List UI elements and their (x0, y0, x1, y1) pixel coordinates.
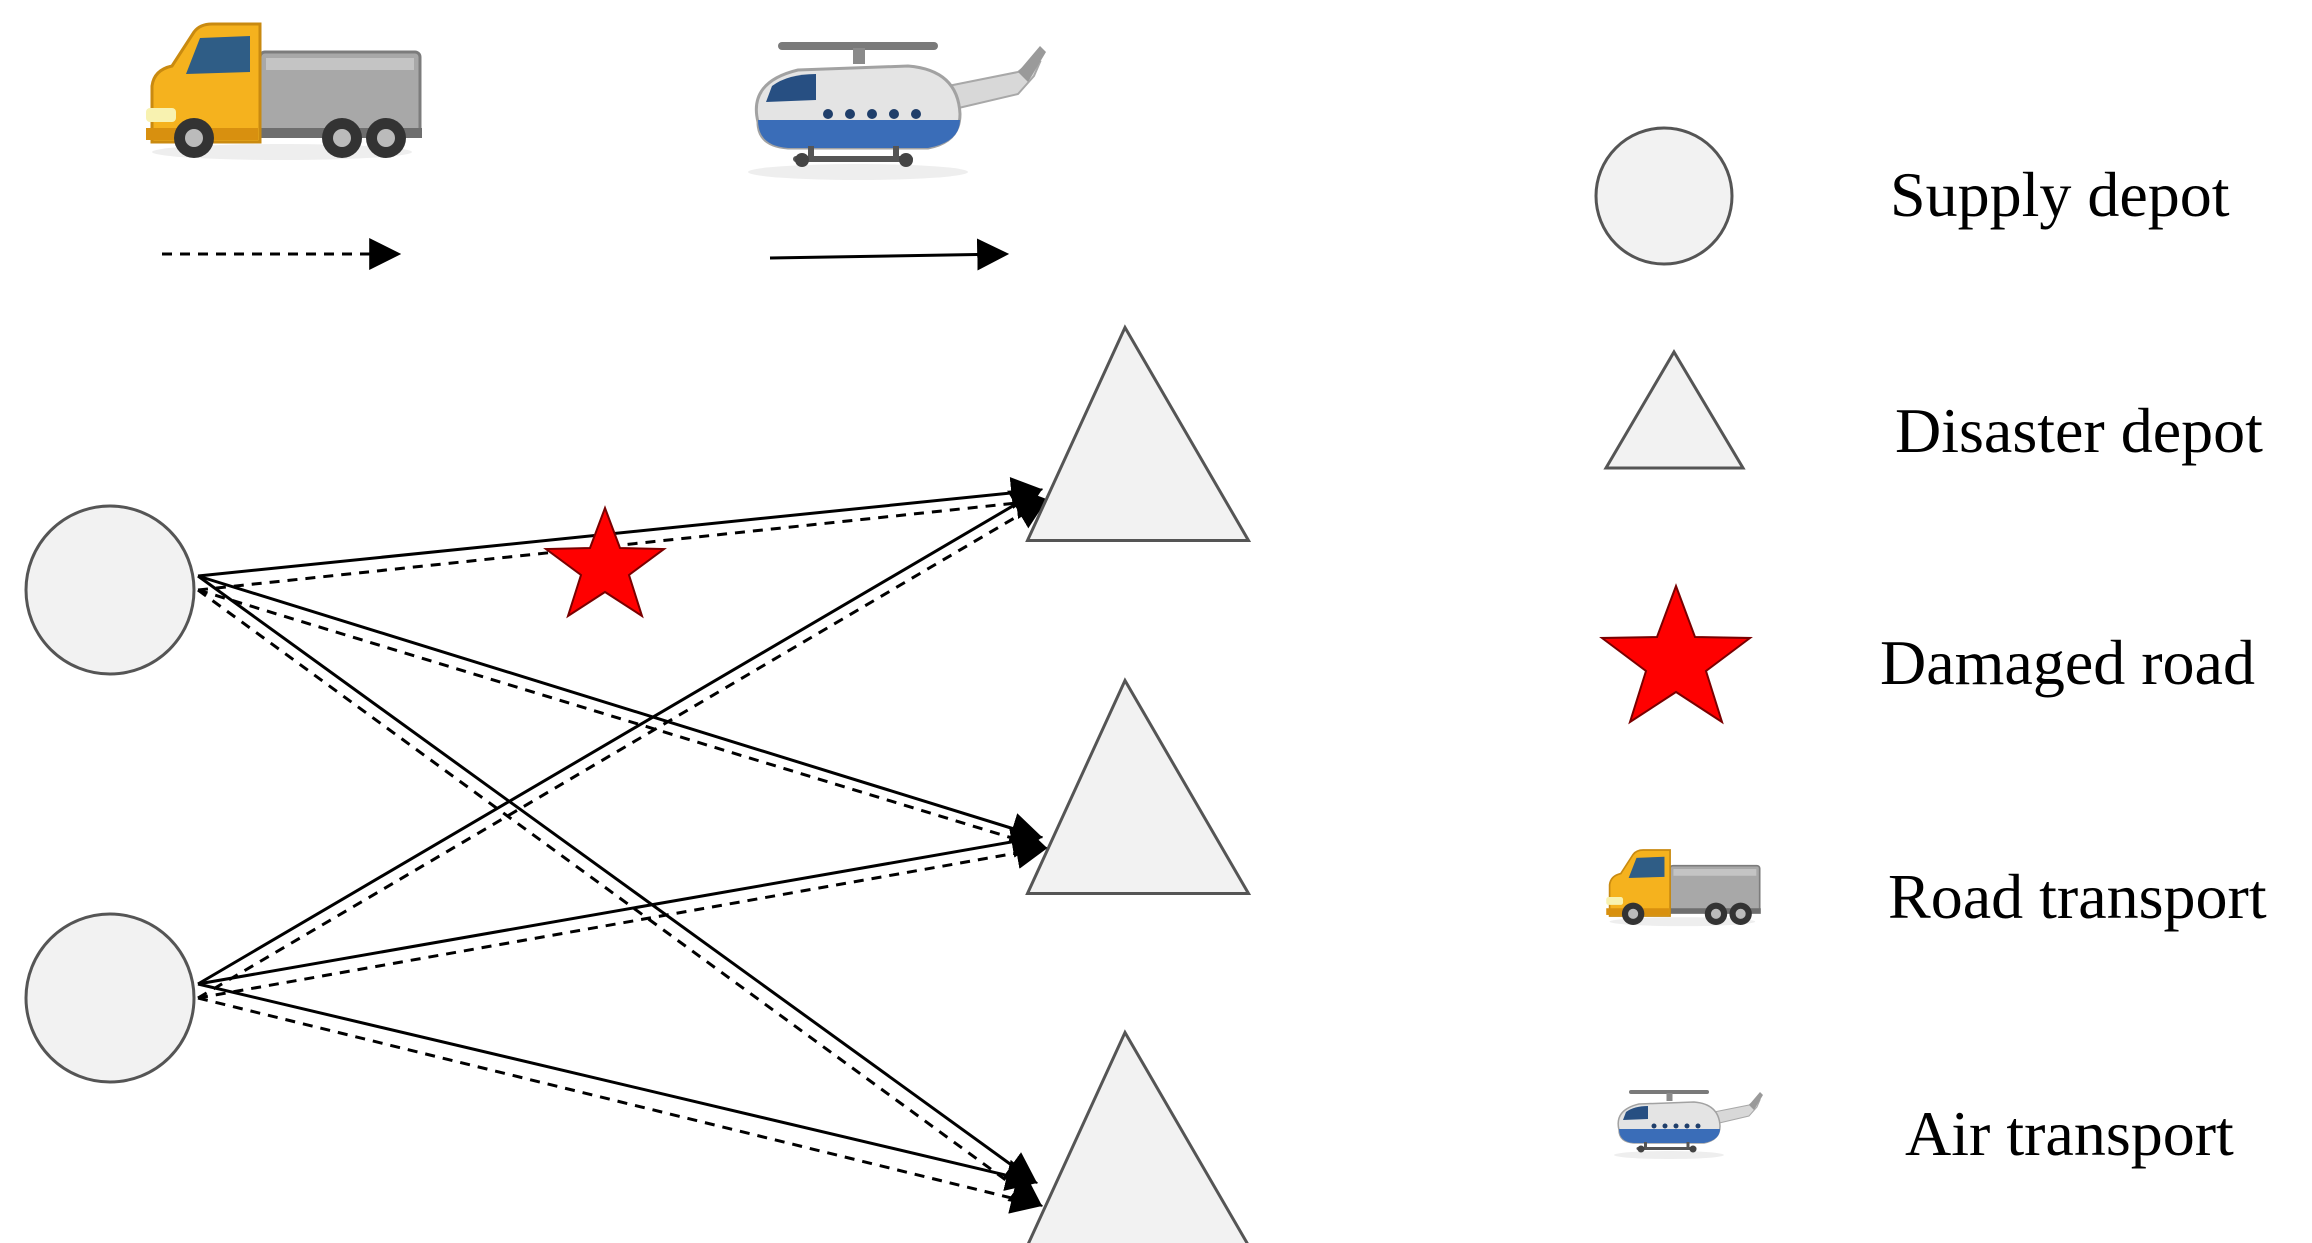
route-s2-d3-road (197, 996, 1044, 1214)
helicopter-icon (1613, 1089, 1764, 1160)
triangle-icon (1603, 349, 1746, 470)
legend-item-disaster-depot: Disaster depot (1603, 349, 2263, 470)
route-s2-d1-air (197, 488, 1043, 986)
route-s1-d3-air (197, 574, 1038, 1184)
air-line-style-sample (769, 238, 1010, 271)
legend-item-air-transport: Air transport (1613, 1089, 2234, 1169)
route-s2-d1-road (197, 498, 1048, 1000)
legend-label: Road transport (1888, 861, 2267, 932)
truck-icon (1605, 849, 1762, 927)
network-nodes (24, 324, 1252, 1243)
route-s1-d3-road (197, 588, 1043, 1207)
star-icon (1599, 583, 1753, 725)
legend-item-damaged-road: Damaged road (1599, 583, 2255, 725)
legend-label: Damaged road (1880, 627, 2255, 698)
legend-label: Air transport (1905, 1098, 2234, 1169)
disaster-depot-node-d3 (1026, 1029, 1249, 1243)
helicopter-icon (746, 40, 1048, 182)
truck-icon (144, 22, 424, 162)
route-s1-d1-air (197, 477, 1044, 578)
disaster-depot-node-d1 (1025, 324, 1252, 542)
route-s1-d2-road (197, 588, 1049, 855)
route-s2-d2-air (197, 826, 1044, 986)
route-s2-d3-air (197, 982, 1039, 1191)
legend-label: Supply depot (1890, 159, 2230, 230)
disaster-depot-node-d2 (1025, 677, 1252, 895)
supply-depot-node-s1 (24, 504, 196, 676)
supply-depot-node-s2 (24, 912, 196, 1084)
damaged-road-star-icon (543, 505, 667, 619)
circle-icon (1594, 126, 1734, 266)
route-s1-d2-air (197, 574, 1044, 844)
legend-item-road-transport: Road transport (1605, 849, 2267, 932)
legend-item-supply-depot: Supply depot (1594, 126, 2230, 266)
route-s1-d1-road (197, 487, 1049, 592)
legend: Supply depot Disaster depot Damaged road… (1594, 126, 2267, 1169)
route-edges (197, 477, 1049, 1214)
legend-label: Disaster depot (1895, 395, 2263, 466)
